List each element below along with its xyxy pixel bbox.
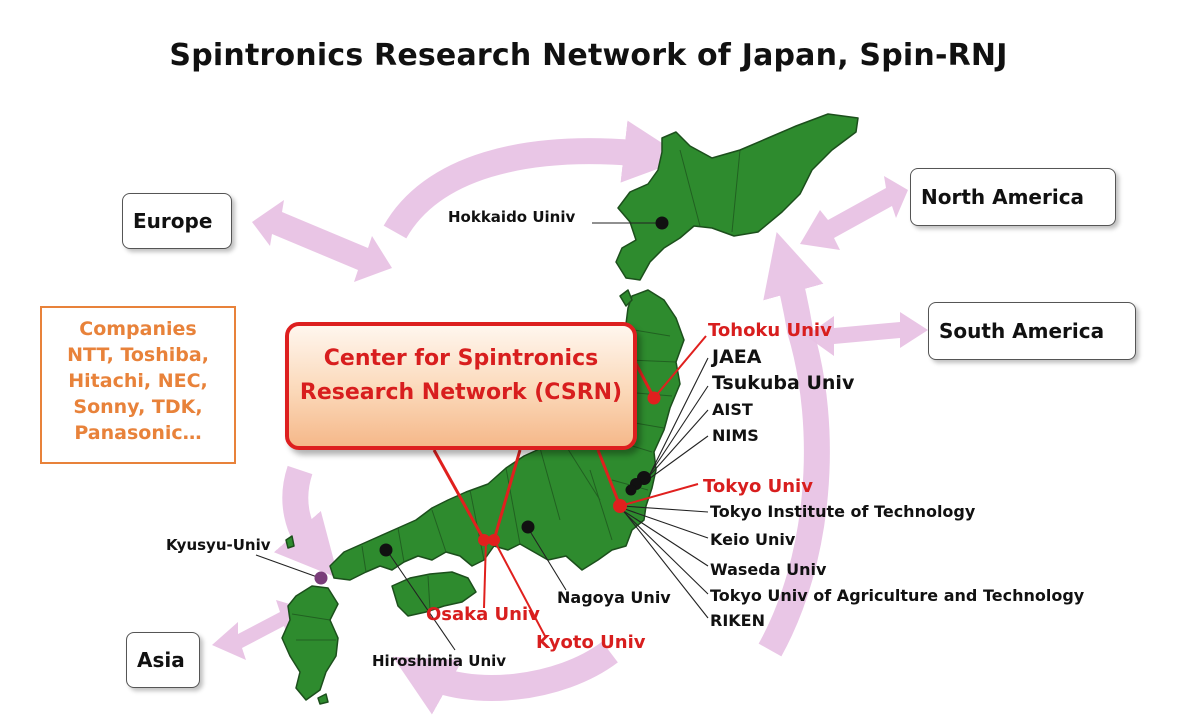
hokkaido-node — [655, 216, 669, 230]
shikoku-island — [391, 571, 477, 617]
sado-island — [619, 289, 633, 307]
companies-line: NTT, Toshiba, — [67, 344, 209, 366]
label-kyusyu: Kyusyu-Univ — [166, 536, 271, 554]
companies-box: Companies NTT, Toshiba, Hitachi, NEC, So… — [40, 306, 236, 464]
csrn-links — [432, 359, 656, 541]
label-jaea: JAEA — [712, 346, 762, 368]
companies-line: Hitachi, NEC, — [68, 370, 208, 392]
circulation-arrows — [273, 120, 830, 715]
region-north-america: North America — [910, 168, 1116, 226]
waseda-leader — [621, 509, 709, 567]
csrn-line: Research Network (CSRN) — [299, 380, 623, 405]
region-south-america-label: South America — [939, 319, 1105, 343]
tokyo-node — [613, 499, 627, 513]
arc-bottom — [392, 641, 618, 715]
kyoto-leader — [493, 539, 547, 639]
region-europe: Europe — [122, 193, 232, 249]
arc-top — [383, 120, 687, 239]
nagoya-node — [521, 520, 535, 534]
tuat-leader — [623, 511, 709, 595]
kyoto-node — [488, 534, 500, 546]
label-kyoto: Kyoto Univ — [536, 632, 646, 653]
companies-line: Companies — [79, 318, 197, 340]
osaka-leader — [483, 539, 487, 609]
kyusyu-islet — [285, 535, 295, 549]
nims-node — [625, 484, 637, 496]
keio-leader — [621, 507, 709, 539]
tsukuba-leader — [645, 385, 709, 481]
osaka-node — [478, 534, 490, 546]
jaea-leader — [647, 357, 709, 479]
csrn-to-tokyo — [596, 449, 622, 507]
label-keio: Keio Univ — [710, 530, 796, 549]
hiroshima-leader — [387, 551, 456, 651]
region-south-america: South America — [928, 302, 1136, 360]
institution-nodes — [314, 216, 669, 585]
kyusyu-leader — [255, 554, 321, 579]
label-tsukuba: Tsukuba Univ — [712, 372, 855, 394]
kyusyu-node — [314, 571, 328, 585]
label-nims: NIMS — [712, 426, 759, 445]
label-hokkaido: Hokkaido Uiniv — [448, 208, 576, 226]
arc-right — [758, 231, 830, 657]
nagoya-leader — [527, 527, 567, 591]
label-tokyo: Tokyo Univ — [703, 476, 813, 497]
companies-line: Panasonic… — [74, 422, 202, 444]
label-tokyo-tech: Tokyo Institute of Technology — [710, 502, 976, 521]
csrn-center-box: Center for Spintronics Research Network … — [285, 322, 637, 450]
europe-double-arrow — [252, 200, 392, 282]
companies-line: Sonny, TDK, — [73, 396, 203, 418]
region-asia-label: Asia — [137, 648, 185, 672]
region-arrows — [212, 176, 928, 660]
tohoku-leader — [653, 335, 707, 399]
tohoku-node — [647, 391, 661, 405]
aist-leader — [643, 409, 709, 483]
label-hiroshima: Hiroshimia Univ — [372, 652, 507, 670]
hokkaido-island — [615, 113, 859, 281]
leader-lines — [255, 222, 709, 651]
kyushu-island — [281, 585, 339, 701]
okinawa-islet — [317, 693, 329, 705]
label-nagoya: Nagoya Univ — [557, 588, 671, 607]
region-north-america-label: North America — [921, 185, 1085, 209]
red-leaders — [483, 335, 707, 639]
nims-leader — [641, 435, 709, 485]
riken-leader — [625, 513, 709, 619]
csrn-to-tohoku — [632, 359, 656, 399]
label-waseda: Waseda Univ — [710, 560, 827, 579]
region-europe-label: Europe — [133, 209, 213, 233]
hiroshima-node — [379, 543, 393, 557]
csrn-to-kyoto — [492, 449, 522, 541]
page-title: Spintronics Research Network of Japan, S… — [169, 38, 1008, 73]
tokyo-leader — [619, 483, 699, 507]
label-tuat: Tokyo Univ of Agriculture and Technology — [710, 586, 1085, 605]
label-riken: RIKEN — [710, 611, 765, 630]
label-osaka: Osaka Univ — [426, 604, 540, 625]
tokyo-tech-leader — [621, 505, 709, 513]
north-america-double-arrow — [800, 176, 908, 250]
label-aist: AIST — [712, 400, 753, 419]
label-tohoku: Tohoku Univ — [708, 320, 832, 341]
csrn-line: Center for Spintronics — [323, 346, 599, 371]
asia-double-arrow — [212, 600, 310, 660]
arc-left — [273, 465, 339, 579]
csrn-to-osaka — [432, 449, 486, 541]
region-asia: Asia — [126, 632, 200, 688]
south-america-double-arrow — [806, 312, 928, 356]
